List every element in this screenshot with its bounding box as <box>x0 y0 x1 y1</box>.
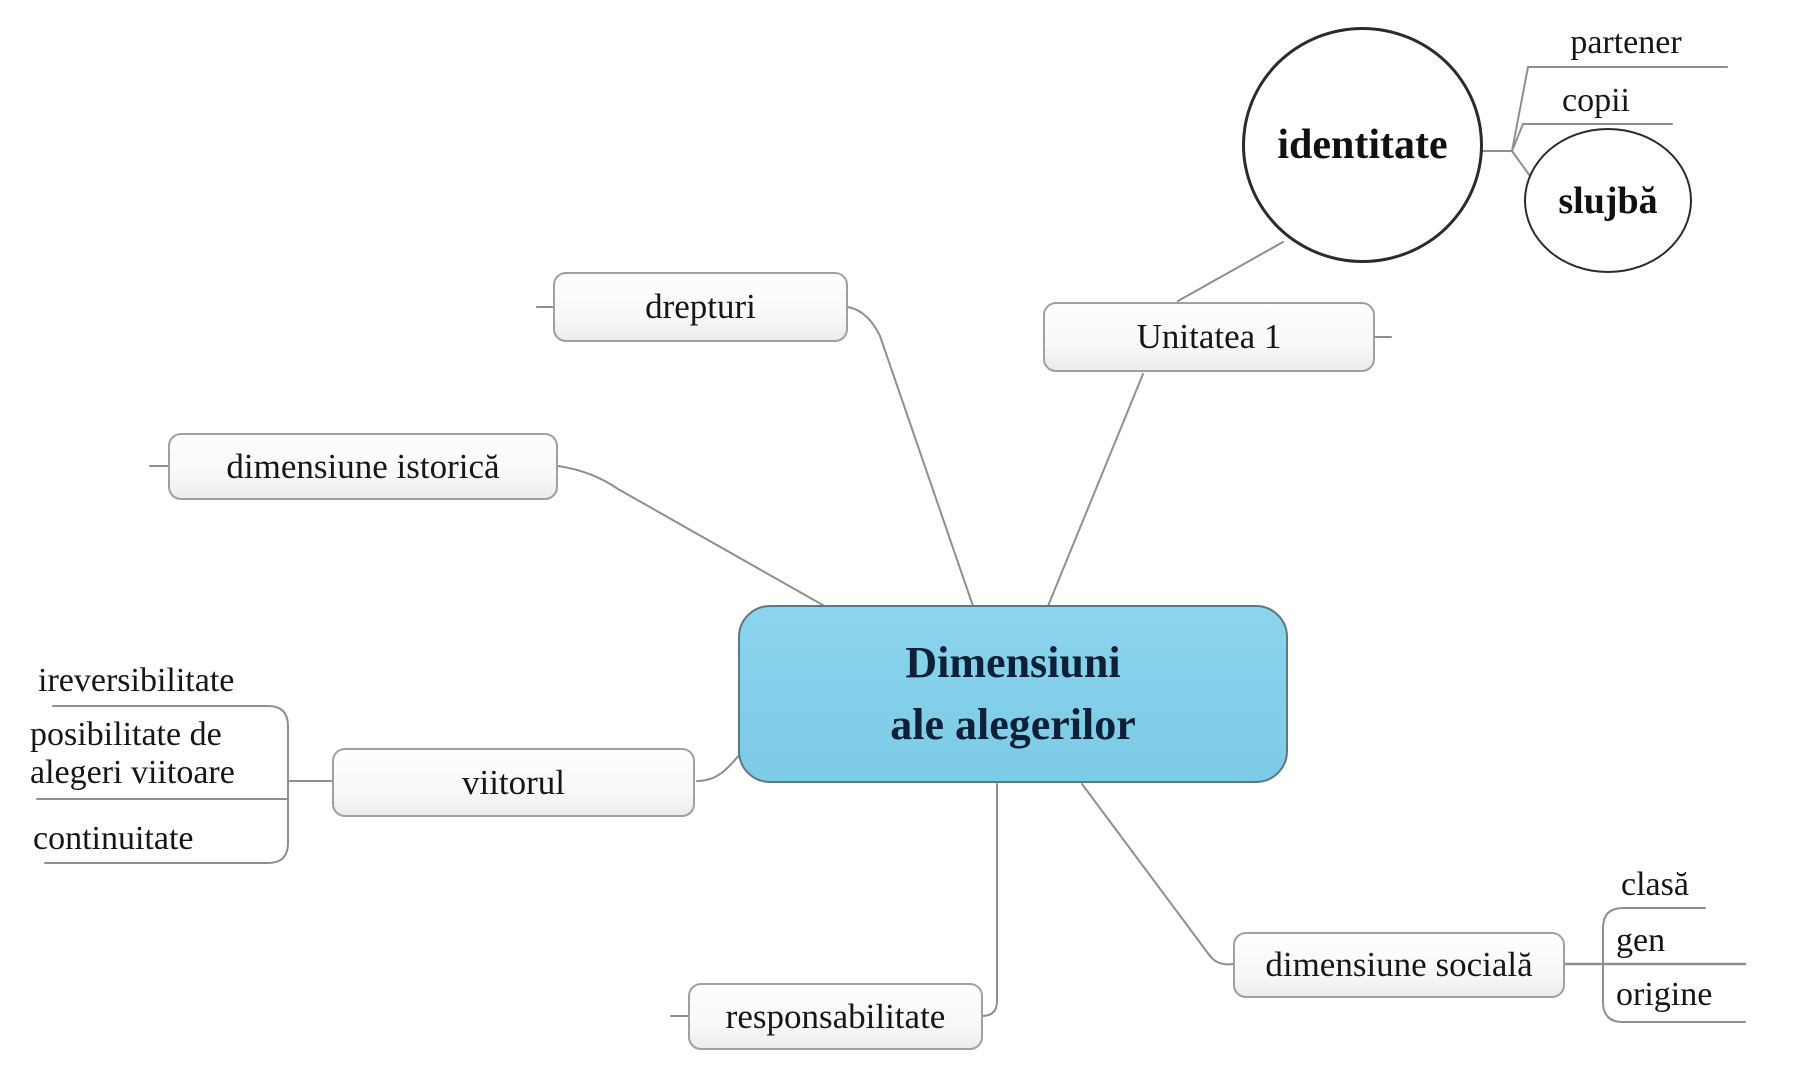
root-title-line1: Dimensiuni <box>905 638 1121 688</box>
node-dimensiune-sociala[interactable]: dimensiune socială <box>1233 932 1565 998</box>
fork-right-children <box>1602 907 1746 1023</box>
node-gen-label: gen <box>1616 922 1666 959</box>
node-slujba[interactable]: slujbă <box>1524 128 1692 273</box>
node-dimensiune-istorica[interactable]: dimensiune istorică <box>168 433 558 500</box>
edge-junction-copii <box>1511 123 1673 152</box>
node-slujba-label: slujbă <box>1558 179 1658 222</box>
node-clasa[interactable]: clasă <box>1605 866 1705 904</box>
root-title-line2: ale alegerilor <box>890 700 1136 749</box>
node-copii[interactable]: copii <box>1520 82 1672 120</box>
node-continuitate[interactable]: continuitate <box>33 820 194 858</box>
node-dimensiune-istorica-label: dimensiune istorică <box>226 446 500 486</box>
node-origine-label: origine <box>1616 976 1713 1013</box>
node-drepturi-label: drepturi <box>645 287 756 326</box>
node-dimensiune-sociala-label: dimensiune socială <box>1265 945 1533 984</box>
node-responsabilitate-label: responsabilitate <box>725 996 946 1036</box>
node-origine[interactable]: origine <box>1616 976 1712 1014</box>
edge-root-unitatea1 <box>1047 373 1144 607</box>
node-viitorul[interactable]: viitorul <box>332 748 695 817</box>
node-viitorul-label: viitorul <box>461 762 566 802</box>
node-continuitate-label: continuitate <box>33 820 194 857</box>
node-identitate-label: identitate <box>1277 122 1448 168</box>
node-unitatea-1[interactable]: Unitatea 1 <box>1043 302 1375 372</box>
edge-junction-slujba <box>1511 150 1531 177</box>
node-partener-label: partener <box>1570 24 1682 61</box>
node-responsabilitate[interactable]: responsabilitate <box>688 983 983 1050</box>
node-ireversibilitate[interactable]: ireversibilitate <box>38 662 234 700</box>
edge-root-drepturi <box>847 306 974 607</box>
edge-root-responsabilitate <box>981 783 998 1017</box>
fork-left-children <box>44 705 289 864</box>
root-node[interactable]: Dimensiuni ale alegerilor <box>738 605 1288 783</box>
node-copii-label: copii <box>1562 82 1630 119</box>
edge-root-dimensiune-sociala <box>1081 783 1234 966</box>
edge-root-viitorul <box>696 752 742 782</box>
node-clasa-label: clasă <box>1621 866 1689 903</box>
node-posibilitate-label: posibilitate de alegeri viitoare <box>30 716 235 791</box>
node-partener[interactable]: partener <box>1525 24 1727 62</box>
node-unitatea-1-label: Unitatea 1 <box>1136 317 1282 356</box>
edge-junction-partener <box>1511 66 1728 152</box>
edge-root-dimensiune-istorica <box>557 465 829 609</box>
node-identitate[interactable]: identitate <box>1242 27 1483 263</box>
edge-unitatea1-identitate <box>1177 241 1284 302</box>
node-ireversibilitate-label: ireversibilitate <box>38 662 235 699</box>
node-drepturi[interactable]: drepturi <box>553 272 848 342</box>
node-gen[interactable]: gen <box>1616 922 1665 960</box>
node-posibilitate[interactable]: posibilitate de alegeri viitoare <box>30 716 292 792</box>
